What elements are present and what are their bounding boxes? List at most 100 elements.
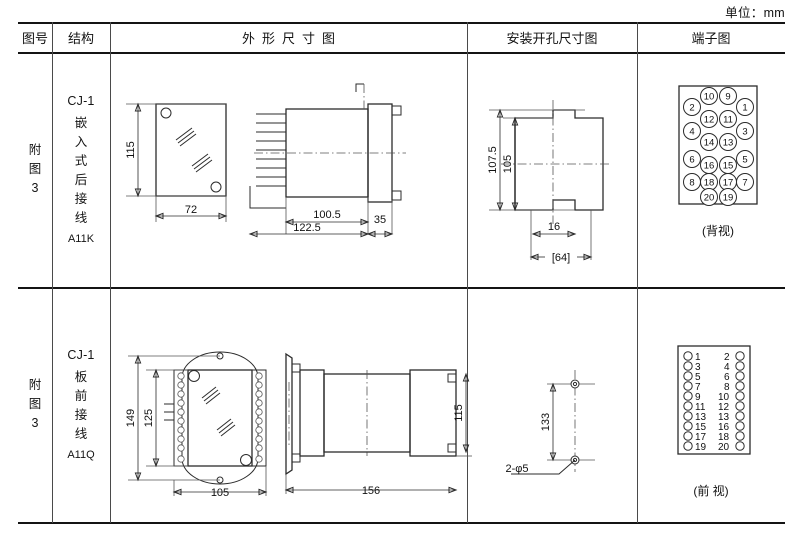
svg-text:3: 3 (742, 127, 747, 138)
svg-text:20: 20 (718, 442, 730, 453)
row2-structure-char-3: 线 (74, 426, 88, 441)
row1-cutout-drawing: 107.5 105 16 [64] (473, 82, 638, 277)
row2-dim-105: 105 (211, 487, 229, 499)
row1-dim-64: [64] (552, 252, 570, 264)
row2-fig-char-1: 图 (28, 397, 42, 411)
svg-text:20: 20 (704, 193, 715, 204)
row2-dim-2-phi5: 2-φ5 (505, 463, 528, 475)
header-outline: 外形尺寸图 (241, 30, 342, 46)
svg-text:4: 4 (689, 127, 694, 138)
row1-dim-100-5: 100.5 (313, 209, 341, 221)
row2-structure: CJ-1 板 前 接 线 A11Q (52, 287, 110, 522)
row2-dim-115: 115 (453, 404, 465, 422)
row1-dim-105: 105 (502, 155, 514, 173)
svg-text:1: 1 (742, 103, 747, 114)
row1-fig-char-2: 3 (31, 181, 39, 195)
row1-terminal-drawing: 2 4 6 8 10 12 14 16 18 20 9 11 13 15 1 (658, 80, 778, 225)
svg-text:13: 13 (695, 412, 707, 423)
svg-text:19: 19 (723, 193, 734, 204)
row2-dim-125: 125 (143, 409, 155, 427)
svg-text:9: 9 (725, 92, 730, 103)
header-structure: 结构 (67, 30, 94, 46)
row1-fig-no: 附 图 3 (18, 52, 52, 287)
svg-text:18: 18 (718, 432, 730, 443)
col-divider-4 (637, 22, 638, 523)
row2-dim-156: 156 (362, 485, 380, 497)
svg-text:10: 10 (704, 92, 715, 103)
svg-text:10: 10 (718, 392, 730, 403)
row1-dim-107-5: 107.5 (487, 146, 499, 174)
svg-text:7: 7 (695, 382, 701, 393)
svg-text:12: 12 (704, 115, 715, 126)
svg-text:6: 6 (724, 372, 730, 383)
row1-structure-char-3: 后 (74, 172, 88, 187)
row2-structure-char-2: 接 (74, 407, 88, 422)
row2-dim-133: 133 (540, 413, 552, 431)
row1-structure-char-2: 式 (74, 153, 88, 168)
row1-fig-char-1: 图 (28, 162, 42, 176)
table-bottom-border (18, 522, 785, 524)
row2-structure-char-0: 板 (74, 369, 88, 384)
svg-text:12: 12 (718, 402, 730, 413)
svg-text:3: 3 (695, 362, 701, 373)
svg-text:8: 8 (689, 178, 694, 189)
row1-dim-35: 35 (374, 214, 386, 226)
svg-text:13: 13 (723, 138, 734, 149)
row1-dim-122-5: 122.5 (293, 222, 321, 234)
row1-dim-72: 72 (185, 204, 197, 216)
row2-structure-char-1: 前 (74, 388, 88, 403)
svg-text:9: 9 (695, 392, 701, 403)
svg-text:4: 4 (724, 362, 730, 373)
svg-text:18: 18 (704, 178, 715, 189)
row1-dim-115: 115 (125, 141, 137, 159)
svg-text:6: 6 (689, 155, 694, 166)
svg-text:19: 19 (695, 442, 707, 453)
row1-terminal-caption: (背视) (702, 224, 734, 238)
svg-text:14: 14 (704, 138, 715, 149)
row2-outline-drawing: 149 125 105 (114, 342, 472, 502)
col-divider-3 (467, 22, 468, 523)
row2-dim-149: 149 (125, 409, 137, 427)
row1-structure: CJ-1 嵌 入 式 后 接 线 A11K (52, 52, 110, 287)
row-divider (18, 287, 785, 289)
svg-text:15: 15 (695, 422, 707, 433)
header-bottom-border (18, 52, 785, 54)
row1-structure-char-5: 线 (74, 210, 88, 225)
svg-text:16: 16 (704, 161, 715, 172)
svg-text:17: 17 (723, 178, 734, 189)
svg-text:11: 11 (723, 115, 733, 126)
row2-terminal-drawing: 1 2 3 4 5 6 7 8 9 10 11 12 13 13 15 16 1 (660, 340, 780, 470)
col-divider-1 (52, 22, 53, 523)
row2-structure-model: A11Q (67, 448, 95, 461)
row1-dim-16: 16 (548, 221, 560, 233)
row1-outline-drawing: 115 72 (114, 82, 464, 277)
row2-structure-code: CJ-1 (67, 347, 95, 362)
svg-text:13: 13 (718, 412, 730, 423)
row2-cutout-drawing: 133 2-φ5 (473, 352, 638, 502)
svg-text:15: 15 (723, 161, 734, 172)
row1-fig-char-0: 附 (28, 143, 42, 157)
svg-text:1: 1 (695, 352, 701, 363)
svg-text:8: 8 (724, 382, 730, 393)
svg-text:7: 7 (742, 178, 747, 189)
svg-text:2: 2 (724, 352, 730, 363)
svg-text:5: 5 (695, 372, 701, 383)
header-cutout: 安装开孔尺寸图 (506, 30, 598, 46)
row1-structure-char-0: 嵌 (74, 115, 88, 130)
unit-label: 单位：mm (725, 6, 785, 20)
col-divider-2 (110, 22, 111, 523)
row1-structure-code: CJ-1 (67, 93, 95, 108)
dimension-table: 图号 结构 外形尺寸图 安装开孔尺寸图 端子图 附 图 3 CJ-1 嵌 入 式… (18, 22, 785, 524)
svg-text:16: 16 (718, 422, 730, 433)
row2-fig-char-0: 附 (28, 378, 42, 392)
row2-fig-char-2: 3 (31, 416, 39, 430)
table-top-border (18, 22, 785, 24)
row1-structure-model: A11K (67, 232, 95, 245)
row2-fig-no: 附 图 3 (18, 287, 52, 522)
header-terminal: 端子图 (691, 30, 731, 46)
row1-structure-char-1: 入 (74, 134, 88, 149)
svg-text:2: 2 (689, 103, 694, 114)
svg-text:17: 17 (695, 432, 707, 443)
header-fig-no: 图号 (21, 30, 48, 46)
